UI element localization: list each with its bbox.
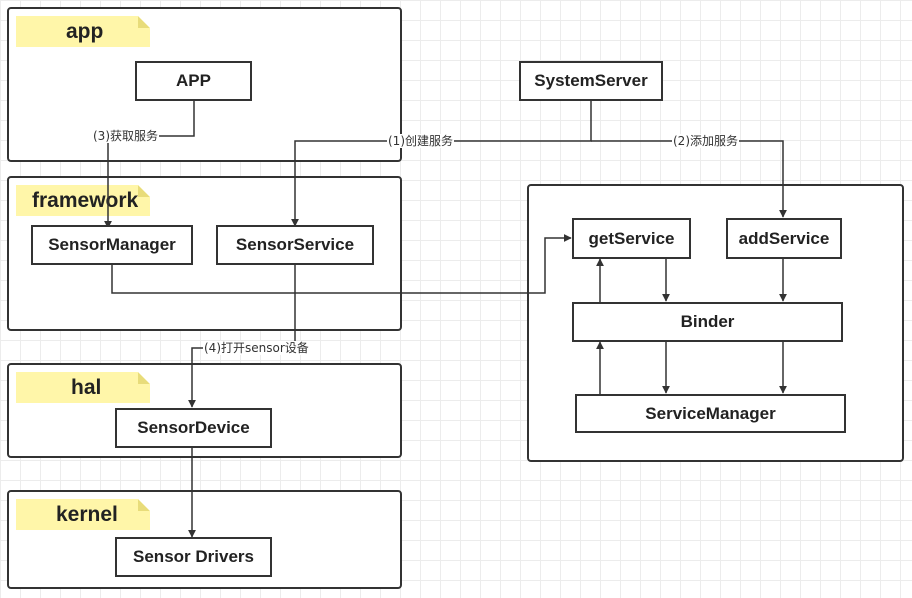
add-service-node: addService — [726, 218, 842, 259]
get-service-node: getService — [572, 218, 691, 259]
edge-label-add-service: (2)添加服务 — [672, 134, 739, 148]
edge-add-service — [591, 140, 787, 218]
hal-layer-tag: hal — [16, 372, 150, 403]
edge-open-sensor-device — [188, 263, 296, 408]
sensor-device-node: SensorDevice — [115, 408, 272, 448]
service-manager-node: ServiceManager — [575, 394, 846, 433]
edge-label-create-service: (1)创建服务 — [387, 134, 454, 148]
edge-label-get-service: (3)获取服务 — [92, 129, 159, 143]
kernel-layer-label: kernel — [56, 503, 118, 526]
binder-node: Binder — [572, 302, 843, 342]
system-server-node: SystemServer — [519, 61, 663, 101]
edge-create-service — [291, 100, 592, 227]
sensor-drivers-node: Sensor Drivers — [115, 537, 272, 577]
edge-label-open-sensor-device: (4)打开sensor设备 — [203, 341, 310, 355]
hal-layer-label: hal — [71, 376, 102, 399]
kernel-layer-tag: kernel — [16, 499, 150, 530]
app-layer-label: app — [66, 20, 104, 43]
framework-layer-label: framework — [32, 189, 139, 212]
sensor-service-node: SensorService — [216, 225, 374, 265]
app-node: APP — [135, 61, 252, 101]
sensor-manager-node: SensorManager — [31, 225, 193, 265]
edge-get-service-app — [104, 100, 195, 229]
framework-layer-tag: framework — [16, 185, 150, 216]
edge-manager-to-getservice — [111, 234, 572, 294]
app-layer: app — [7, 7, 402, 162]
app-layer-tag: app — [16, 16, 150, 47]
